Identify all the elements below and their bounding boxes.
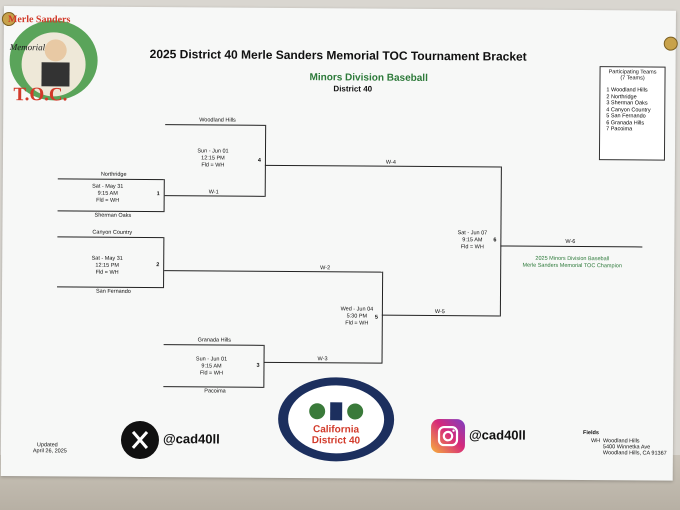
team-list-item: 1 Woodland Hills [606,87,648,94]
g4-day: Sun - Jun 01 [197,148,229,155]
g4-team-top: Woodland Hills [199,117,236,124]
g5-team-top: W-2 [320,265,331,272]
g5-top-line [164,270,383,273]
team-list-item: 7 Pacoima [606,126,633,133]
g3-team-top: Granada Hills [197,337,232,344]
g4-team-bottom: W-1 [208,189,219,196]
g1-number: 1 [156,191,160,198]
g5-field: Fld = WH [345,320,369,327]
g2-field: Fld = WH [95,269,119,276]
g1-team-top: Northridge [100,171,127,178]
g4-vert-line [264,124,267,197]
g1-team-bottom: Sherman Oaks [94,212,132,219]
g4-field: Fld = WH [201,162,225,169]
g2-vert-line [163,237,165,289]
toc-logo: Merle Sanders Memorial T.O.C. [5,12,102,109]
g1-top-line [57,178,164,181]
g2-time: 12:15 PM [95,262,119,269]
fields-code: WH [590,438,601,445]
g2-day: Sat - May 31 [91,255,123,262]
g4-time: 12:15 PM [201,155,225,162]
g2-top-line [57,236,164,239]
page-subtitle: Minors Division Baseball [309,72,428,84]
binder-clip-right [663,36,678,51]
team-list-item: 3 Sherman Oaks [606,100,648,107]
g5-team-bottom: W-3 [317,356,328,363]
g6-number: 6 [493,237,497,244]
g4-number: 4 [257,157,262,164]
final-label: W-6 [565,238,576,245]
g4-top-line [165,124,266,126]
g6-day: Sat - Jun 07 [457,230,488,237]
g6-team-top: W-4 [385,159,396,166]
updated-date: April 26, 2025 [32,448,67,455]
g3-team-bottom: Pacoima [204,388,226,395]
g5-number: 5 [374,314,378,321]
district-40-badge: California District 40 [277,376,396,463]
instagram-handle: @cad40ll [468,427,526,443]
g1-field: Fld = WH [96,197,120,204]
g5-day: Wed - Jun 04 [340,306,374,313]
badge-line1: California [312,424,360,436]
instagram-icon [430,418,466,454]
g3-field: Fld = WH [199,370,223,377]
g1-day: Sat - May 31 [92,183,124,190]
champion-line2: Merle Sanders Memorial TOC Champion [522,262,622,270]
participating-teams-box: Participating Teams (7 Teams) 1 Woodland… [598,66,666,161]
fields-title: Fields [583,430,599,437]
page-title: 2025 District 40 Merle Sanders Memorial … [149,47,527,64]
x-handle: @cad40ll [162,431,220,447]
g6-field: Fld = WH [460,244,484,251]
g1-time: 9:15 AM [97,190,118,197]
g2-team-bottom: San Fernando [95,288,131,295]
team-list-item: 5 San Fernando [606,113,646,120]
bracket-poster: Merle Sanders Memorial T.O.C. 2025 Distr… [0,6,678,481]
final-line [500,245,643,248]
g2-team-top: Canyon Country [92,229,133,236]
district-label: District 40 [333,84,373,94]
g6-team-bottom: W-5 [434,309,445,316]
fields-address2: Woodland Hills, CA 91367 [602,450,667,457]
g3-number: 3 [256,362,260,369]
g3-vert-line [263,344,265,388]
g3-day: Sun - Jun 01 [195,356,228,363]
logo-line3: T.O.C. [13,84,68,106]
g3-time: 9:15 AM [201,363,222,370]
g6-top-line [264,164,501,168]
g3-top-line [163,344,264,346]
x-icon [120,420,160,460]
badge-line2: District 40 [311,435,361,447]
logo-line1: Merle Sanders [7,14,71,26]
logo-line2: Memorial [9,42,46,53]
teams-box-count: (7 Teams) [620,75,645,82]
g2-number: 2 [156,262,160,269]
g6-vert-line [499,166,502,317]
g6-time: 9:15 AM [462,237,483,244]
